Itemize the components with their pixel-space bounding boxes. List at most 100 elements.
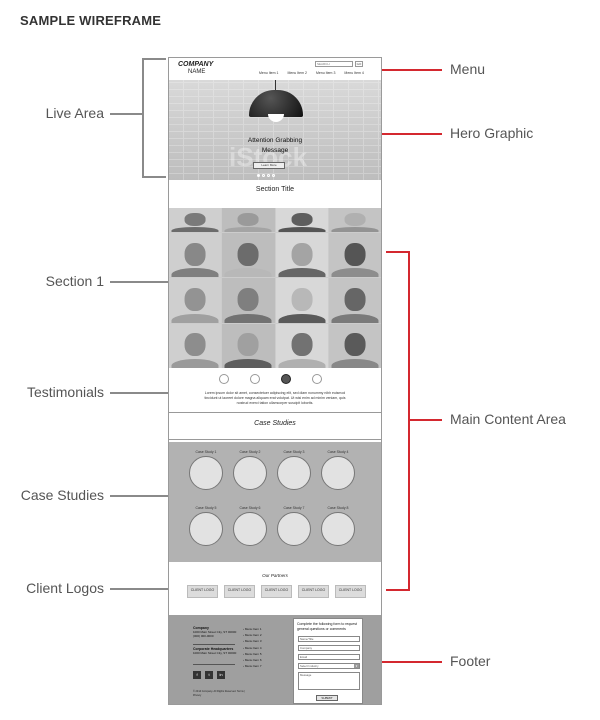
person-face-icon	[237, 288, 259, 312]
wf-client-logo: CLIENT LOGO	[335, 585, 366, 598]
chevron-right-icon: ›	[243, 645, 245, 650]
person-face-icon	[237, 242, 259, 266]
wf-footer-nav-item: › Menu Item 7	[243, 663, 262, 669]
wf-footer-nav-label: Menu Item 2	[244, 633, 262, 638]
wf-footer-nav-item: › Menu Item 5	[243, 651, 262, 657]
wf-photo-cell	[222, 208, 275, 232]
person-face-icon	[291, 213, 313, 226]
person-body-shape	[278, 313, 326, 323]
facebook-icon: f	[193, 671, 201, 679]
wf-case-study: Case Study 1	[189, 450, 223, 490]
wf-footer-nav-label: Menu Item 7	[244, 664, 262, 669]
wf-footer-nav-item: › Menu Item 3	[243, 638, 262, 644]
wf-case-study-image	[233, 512, 267, 546]
label-testimonials: Testimonials	[26, 384, 104, 400]
page-title: SAMPLE WIREFRAME	[20, 13, 162, 28]
person-face-icon	[344, 213, 366, 226]
wf-menu-item: Menu Item 3	[315, 71, 336, 75]
connector-section1	[110, 281, 168, 283]
person-face-icon	[291, 242, 313, 266]
wf-carousel-dots	[257, 174, 275, 177]
wf-footer-hq: Corporate Headquarters 1000 Main Street …	[193, 647, 237, 655]
wf-form-field-name: Name/Title	[298, 636, 360, 642]
person-face-icon	[184, 288, 206, 312]
carousel-dot	[257, 174, 260, 177]
wf-lamp-bulb	[268, 114, 284, 122]
wf-case-studies-title: Case Studies	[254, 420, 296, 427]
wf-photo-cell	[275, 233, 328, 278]
person-body-shape	[171, 227, 219, 232]
connector-menu	[382, 69, 442, 71]
wf-case-study: Case Study 6	[233, 506, 267, 546]
wf-form-field-industry: Select Industry	[298, 663, 360, 669]
wf-photo-cell	[275, 208, 328, 232]
wireframe: COMPANY NAME SEARCH GO Menu Item 1 Menu …	[168, 57, 382, 705]
wf-menu-item: Menu Item 2	[287, 71, 307, 75]
wf-footer-nav-label: Menu Item 3	[244, 639, 262, 644]
person-face-icon	[184, 213, 206, 226]
wf-case-study-image	[189, 456, 223, 490]
person-body-shape	[331, 313, 379, 323]
wf-menu-item: Menu Item 1	[259, 71, 279, 75]
wf-case-study: Case Study 2	[233, 450, 267, 490]
wf-client-logo: CLIENT LOGO	[298, 585, 329, 598]
wf-photo-cell	[169, 278, 222, 323]
wf-footer-nav-label: Menu Item 4	[244, 645, 262, 650]
wf-footer-nav-item: › Menu Item 1	[243, 626, 262, 632]
carousel-dot	[262, 174, 265, 177]
wf-case-study-image	[233, 456, 267, 490]
connector-footer	[382, 661, 442, 663]
wf-menu-items: Menu Item 1 Menu Item 2 Menu Item 3 Menu…	[259, 71, 364, 75]
wf-footer-social: f t in	[193, 671, 225, 679]
wf-case-study-label: Case Study 4	[327, 450, 349, 454]
wf-photo-cell	[222, 233, 275, 278]
person-body-shape	[278, 359, 326, 368]
wf-form-submit: SUBMIT	[316, 695, 338, 701]
person-body-shape	[171, 313, 219, 323]
wf-case-study-label: Case Study 6	[239, 506, 261, 510]
wf-testimonial-text: Lorem ipsum dolor sit amet, consectetuer…	[204, 391, 346, 405]
label-main-content-area: Main Content Area	[450, 411, 566, 427]
wf-client-logo: CLIENT LOGO	[224, 585, 255, 598]
wf-footer-rule	[193, 644, 235, 645]
person-body-shape	[224, 313, 272, 323]
person-body-shape	[278, 268, 326, 278]
wf-form-title: Complete the following form to request g…	[297, 622, 357, 631]
wf-form-field-message: Message	[298, 672, 360, 690]
wf-photo-cell	[275, 278, 328, 323]
carousel-dot	[272, 174, 275, 177]
chevron-right-icon: ›	[243, 658, 245, 663]
person-body-shape	[171, 359, 219, 368]
wf-menu: COMPANY NAME SEARCH GO Menu Item 1 Menu …	[169, 58, 381, 80]
wf-footer-hq-name: Corporate Headquarters	[193, 647, 234, 651]
wf-search-button: GO	[355, 61, 363, 67]
wf-photo-cell	[222, 278, 275, 323]
wf-photo-cell	[275, 323, 328, 368]
person-body-shape	[224, 268, 272, 278]
label-section1: Section 1	[45, 273, 104, 289]
wf-footer-company: Company 1000 Main Street City, ST 00000 …	[193, 626, 237, 638]
bracket-live-area	[142, 58, 166, 178]
wf-hero-message: Attention Grabbing Message	[169, 136, 381, 156]
chevron-right-icon: ›	[243, 651, 245, 656]
wf-hero-line1: Attention Grabbing	[247, 137, 303, 144]
wf-footer-nav-item: › Menu Item 2	[243, 632, 262, 638]
chevron-right-icon: ›	[243, 633, 245, 638]
wf-photo-cell	[222, 323, 275, 368]
label-menu: Menu	[450, 61, 486, 77]
wf-photo-cell	[328, 233, 381, 278]
wf-case-study: Case Study 4	[321, 450, 355, 490]
wf-photo-cell	[169, 208, 222, 232]
wf-footer-nav-label: Menu Item 1	[244, 627, 262, 631]
wf-case-study-label: Case Study 5	[195, 506, 217, 510]
linkedin-icon: in	[217, 671, 225, 679]
wf-footer-company-name: Company	[193, 626, 209, 630]
wf-hero-button: Learn More	[253, 162, 285, 169]
person-body-shape	[224, 359, 272, 368]
wf-case-study-image	[321, 456, 355, 490]
wf-footer-nav-label: Menu Item 6	[244, 658, 262, 663]
wf-logo-line1: COMPANY	[178, 61, 214, 68]
person-body-shape	[224, 227, 272, 232]
